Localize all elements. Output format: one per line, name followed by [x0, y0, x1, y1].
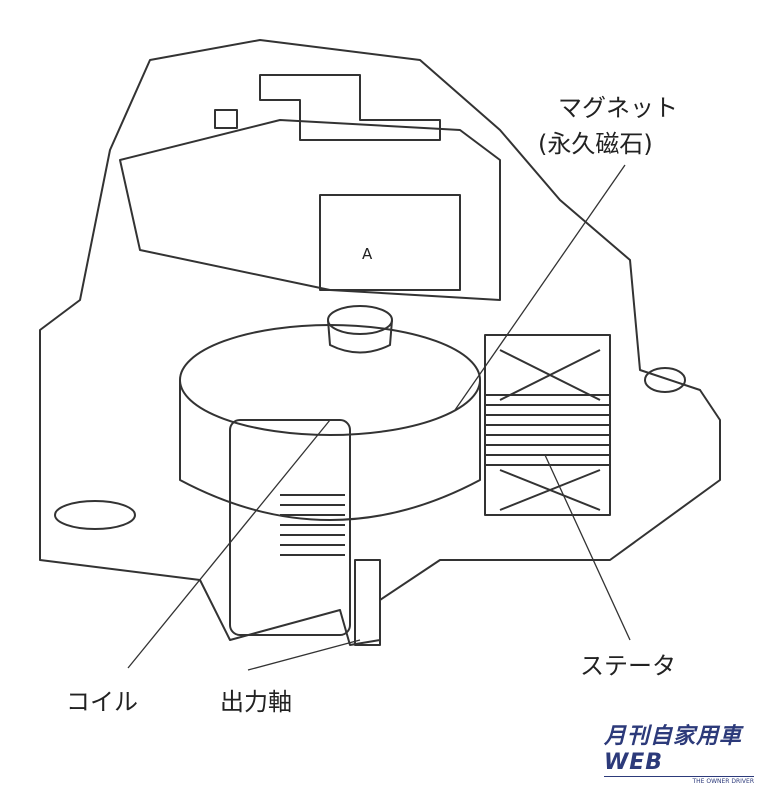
motor-cutaway-illustration [39, 39, 721, 671]
label-coil: コイル [66, 688, 138, 716]
label-output-shaft: 出力軸 [220, 688, 292, 716]
label-connector-a: A [362, 245, 373, 263]
logo-main: 月刊自家用車WEB [604, 724, 743, 775]
coil [229, 419, 351, 636]
label-stator: ステータ [580, 652, 676, 680]
label-magnet-sub: (永久磁石) [538, 130, 653, 158]
logo: 月刊自家用車WEB THE OWNER DRIVER [604, 718, 754, 785]
motor-housing [39, 39, 721, 646]
output-shaft [354, 559, 381, 646]
label-magnet: マグネット [558, 94, 678, 122]
stator-laminations [484, 334, 611, 516]
leader-lines [127, 164, 631, 671]
connector-block [119, 119, 501, 301]
logo-sub: THE OWNER DRIVER [604, 776, 754, 785]
